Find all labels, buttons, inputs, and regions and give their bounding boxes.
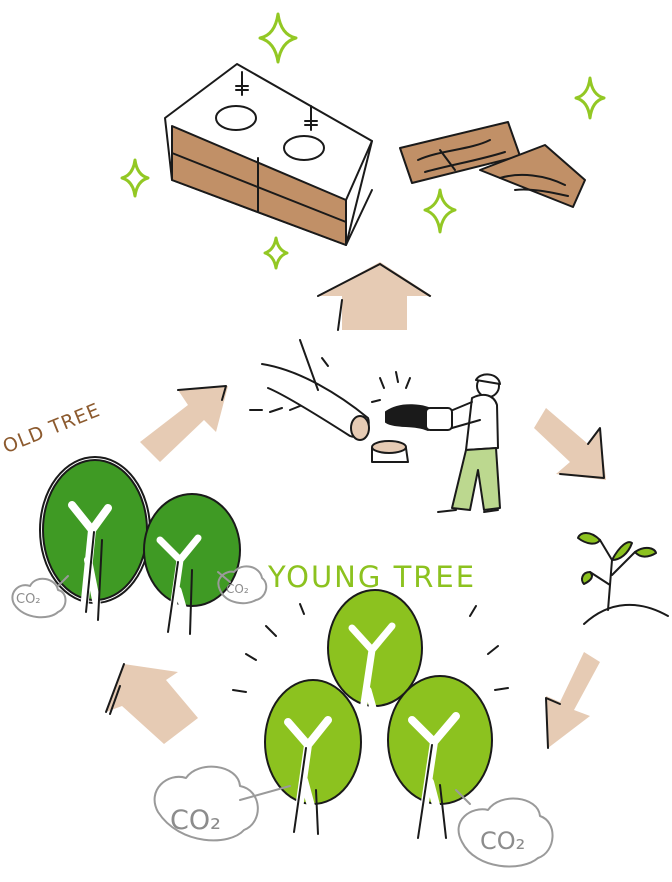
young-tree-label: YOUNG TREE: [268, 560, 477, 594]
tree-stump: [371, 440, 409, 463]
co2-cloud-icon: [11, 565, 554, 868]
co2-label: CO₂: [170, 805, 221, 836]
old-tree: [39, 456, 241, 636]
seedling-icon: [577, 532, 669, 625]
sink-basin: [283, 135, 325, 161]
co2-label: CO₂: [226, 582, 249, 596]
sink-basin: [215, 105, 257, 131]
co2-label: CO₂: [480, 827, 526, 855]
wooden-vanity-cabinet: [164, 63, 373, 246]
lumberjack-worker: [437, 373, 501, 513]
felled-log: [249, 339, 370, 441]
up-arrow-icon: [318, 262, 432, 330]
sparkle-icon: [120, 12, 606, 270]
co2-label: CO₂: [16, 592, 41, 607]
cycle-arrow-icon: [105, 385, 606, 749]
wood-planks: [399, 121, 586, 208]
chainsaw-icon: [371, 371, 453, 431]
young-tree: [232, 589, 509, 840]
